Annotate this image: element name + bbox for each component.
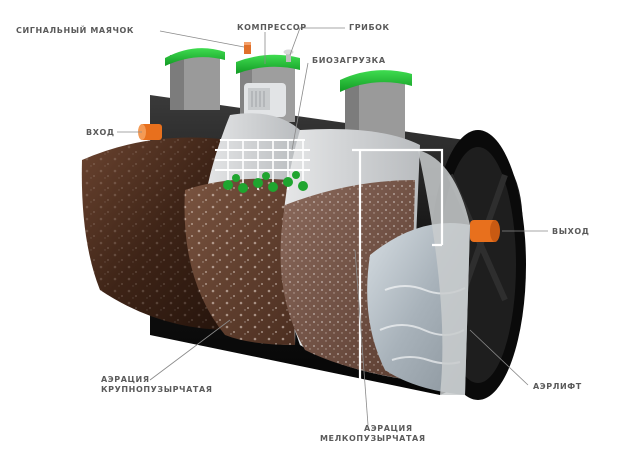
green-lid-3 — [340, 70, 412, 92]
signal-beacon — [244, 42, 251, 54]
riser-1 — [165, 48, 225, 110]
label-outlet: ВЫХОД — [552, 227, 589, 236]
air-pipes — [352, 148, 444, 380]
label-compressor: КОМПРЕССОР — [237, 23, 307, 32]
label-mushroom-vent: ГРИБОК — [349, 23, 390, 32]
label-fine-aeration-2: МЕЛКОПУЗЫРЧАТАЯ — [320, 434, 426, 443]
label-inlet: ВХОД — [86, 128, 115, 137]
label-coarse-aeration-2: КРУПНОПУЗЫРЧАТАЯ — [101, 385, 213, 394]
label-coarse-aeration-1: АЭРАЦИЯ — [101, 375, 150, 384]
green-lid-1 — [165, 48, 225, 66]
bioload-media — [215, 139, 310, 193]
label-airlift: АЭРЛИФТ — [533, 382, 582, 391]
outlet-pipe — [470, 220, 500, 242]
leader-lines — [117, 27, 548, 426]
green-lid-2 — [236, 54, 300, 74]
label-bioload: БИОЗАГРУЗКА — [312, 56, 386, 65]
label-fine-aeration-1: АЭРАЦИЯ — [364, 424, 413, 433]
label-signal-beacon: СИГНАЛЬНЫЙ МАЯЧОК — [16, 24, 134, 35]
riser-2 — [236, 54, 300, 122]
